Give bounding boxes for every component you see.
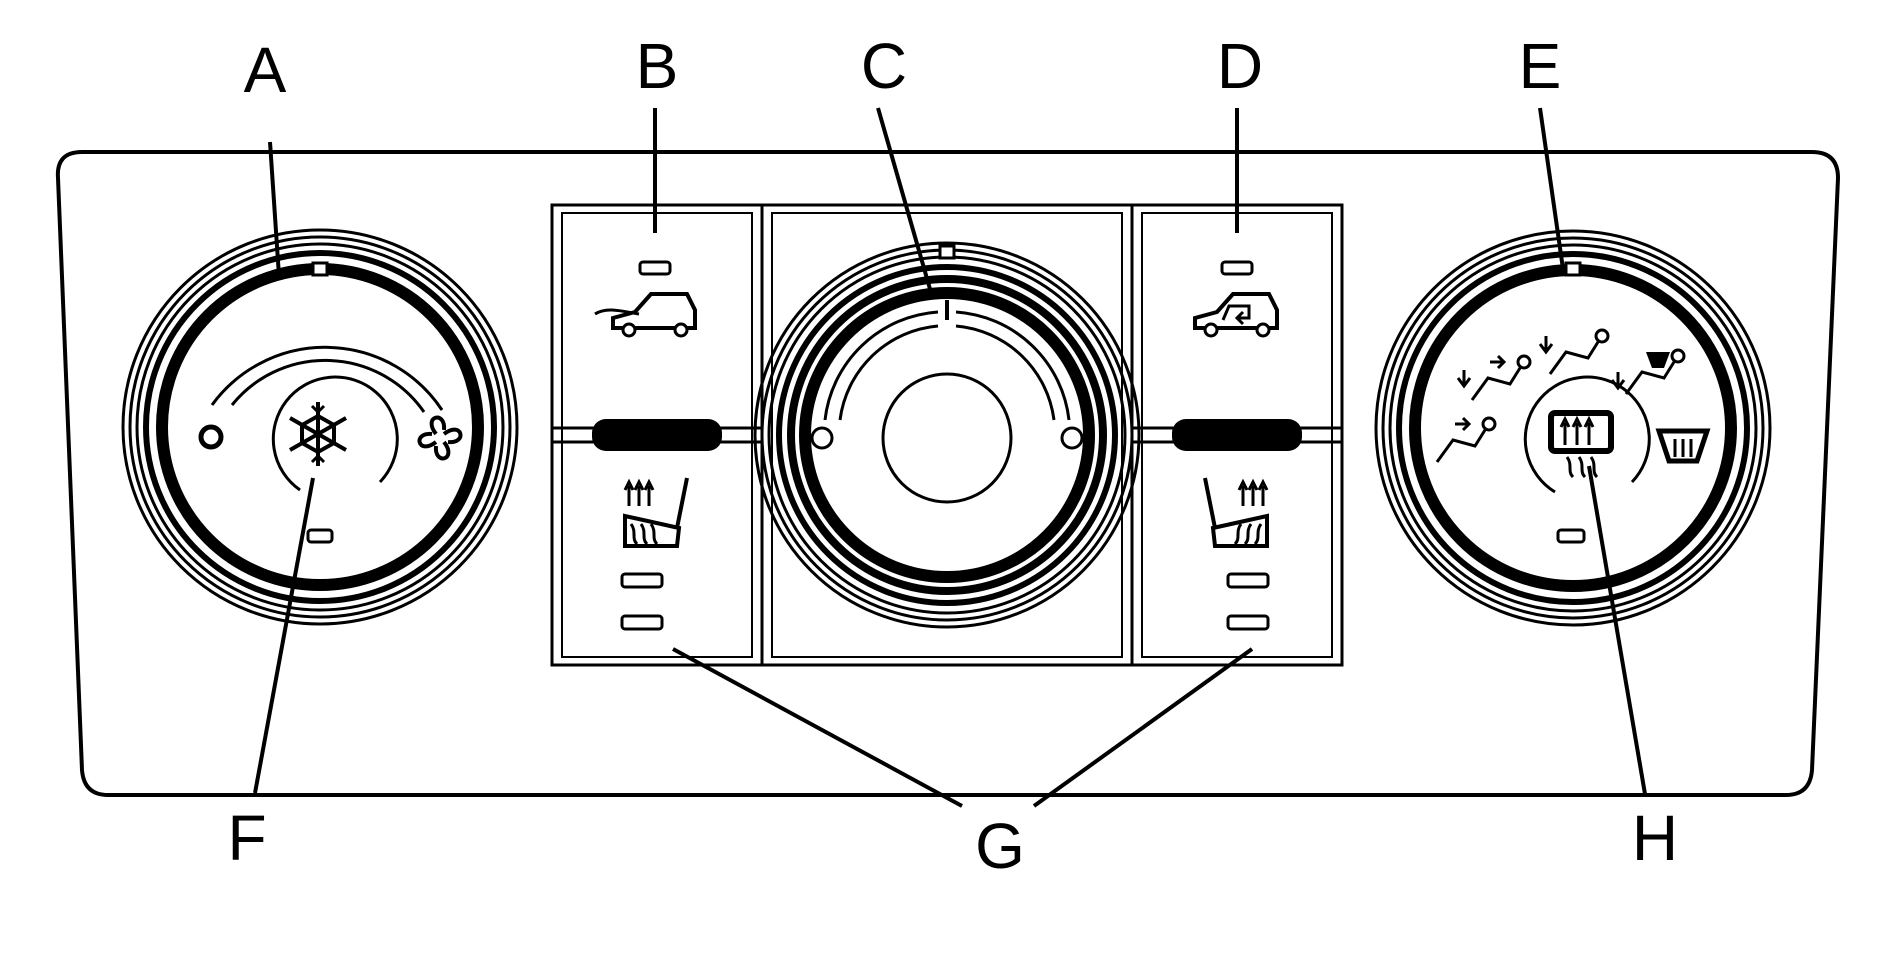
right-heated-seat-button[interactable] bbox=[1203, 477, 1270, 631]
recirculation-icon bbox=[1193, 292, 1279, 338]
defog-mode-icon bbox=[1610, 348, 1686, 395]
callout-label-b: B bbox=[636, 30, 679, 102]
callout-line-g-left bbox=[672, 647, 963, 808]
bilevel-mode-icon bbox=[1456, 354, 1532, 401]
outside-air-button[interactable] bbox=[594, 260, 697, 338]
callout-line-g-right bbox=[1032, 647, 1254, 808]
fan-icon bbox=[417, 415, 463, 461]
vent-mode-icon bbox=[1435, 416, 1497, 463]
panel-outline bbox=[55, 150, 1841, 797]
callout-label-c: C bbox=[861, 30, 907, 102]
callout-label-h: H bbox=[1632, 802, 1678, 874]
callout-label-g: G bbox=[975, 810, 1025, 882]
callout-label-e: E bbox=[1519, 30, 1562, 102]
callout-line-c bbox=[876, 107, 934, 297]
mode-knob[interactable] bbox=[1374, 229, 1772, 627]
outside-air-icon bbox=[594, 292, 697, 338]
left-heated-seat-button[interactable] bbox=[620, 477, 689, 631]
callout-line-a bbox=[268, 141, 281, 277]
right-toggle-bar bbox=[1172, 419, 1302, 451]
fan-speed-knob[interactable] bbox=[121, 228, 519, 626]
floor-mode-icon bbox=[1538, 328, 1610, 375]
callout-label-d: D bbox=[1217, 30, 1263, 102]
heated-seat-icon bbox=[1203, 477, 1269, 548]
recirculation-button[interactable] bbox=[1193, 260, 1279, 338]
callout-line-h bbox=[1587, 465, 1647, 795]
temperature-knob[interactable] bbox=[753, 241, 1141, 629]
callout-line-f bbox=[253, 477, 315, 794]
heated-seat-icon bbox=[623, 477, 689, 548]
rear-defrost-icon[interactable] bbox=[1548, 410, 1614, 479]
callout-line-e bbox=[1538, 107, 1566, 277]
left-toggle-bar bbox=[592, 419, 722, 451]
circle-off-icon bbox=[198, 424, 224, 450]
windshield-defrost-icon bbox=[1655, 428, 1711, 464]
callout-label-f: F bbox=[227, 802, 266, 874]
snowflake-icon[interactable] bbox=[289, 402, 347, 466]
callout-label-a: A bbox=[244, 34, 287, 106]
